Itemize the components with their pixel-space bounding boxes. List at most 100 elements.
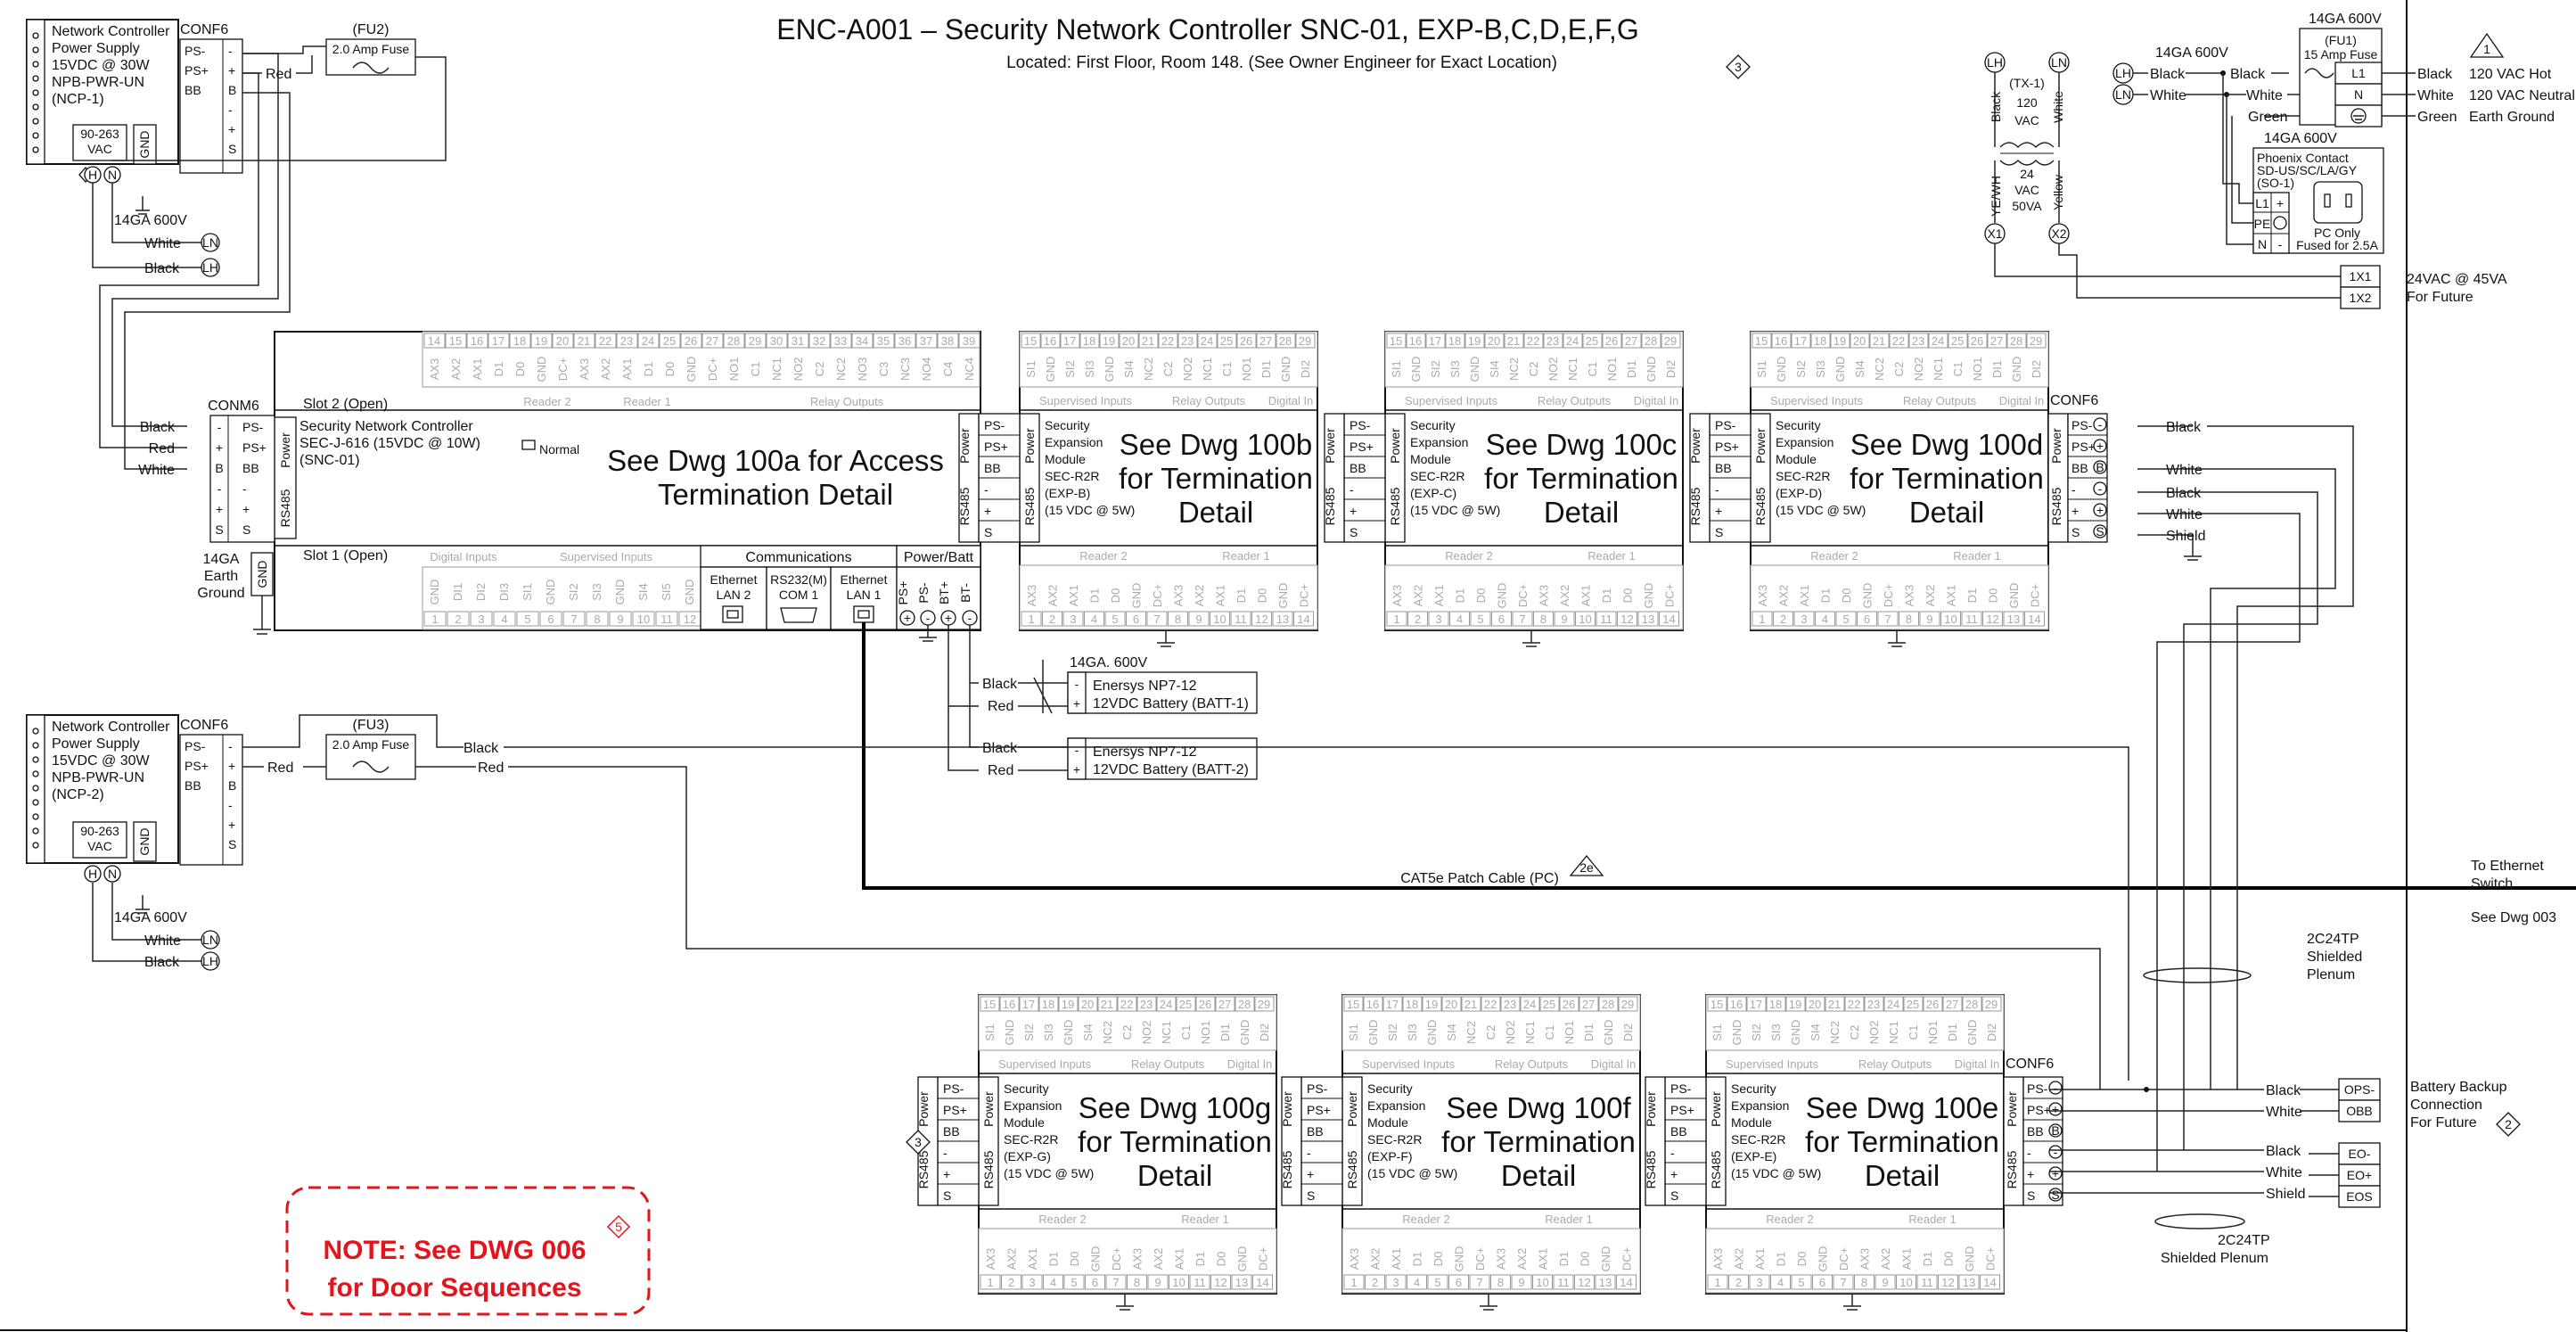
- exp-terminal-name: AX2: [1412, 585, 1425, 607]
- svg-text:Reader 2: Reader 2: [523, 395, 570, 408]
- exp-terminal-number: 8: [1540, 613, 1546, 626]
- exp-see-dwg: Detail: [1865, 1159, 1940, 1192]
- snc-terminal-name: AX1: [620, 358, 634, 381]
- exp-see-dwg: for Termination: [1484, 462, 1678, 495]
- exp-terminal-number: 29: [1258, 998, 1270, 1011]
- ncp2-line-5: (NCP-2): [52, 787, 104, 802]
- exp-terminal-name: DI1: [1259, 360, 1273, 378]
- svg-text:LAN 1: LAN 1: [847, 588, 882, 602]
- exp-terminal-name: GND: [1103, 357, 1116, 382]
- exp-terminal-number: 2: [1735, 1276, 1742, 1289]
- exp-terminal-number: 10: [1172, 1276, 1185, 1289]
- svg-text:3: 3: [1735, 60, 1742, 74]
- exp-terminal-number: 7: [1840, 1276, 1846, 1289]
- exp-terminal-name: C1: [1543, 1025, 1556, 1040]
- exp-terminal-symbol: B: [2051, 1123, 2059, 1138]
- exp-terminal-label: PS+: [2071, 440, 2096, 454]
- exp-terminal-name: D1: [1047, 1252, 1061, 1267]
- exp-rs485-label: RS485: [1753, 487, 1768, 525]
- exp-terminal-number: 7: [1112, 1276, 1119, 1289]
- exp-terminal-name: GND: [1235, 1246, 1249, 1272]
- exp-terminal-number: 8: [1497, 1276, 1504, 1289]
- exp-terminal-name: DC+: [1298, 584, 1311, 607]
- exp-terminal-name: D0: [1068, 1252, 1081, 1267]
- svg-text:S: S: [228, 142, 236, 156]
- exp-terminal-name: NO2: [1546, 358, 1560, 382]
- svg-text:White: White: [2266, 1165, 2302, 1180]
- svg-text:Black: Black: [144, 261, 180, 276]
- svg-text:Black: Black: [2150, 67, 2186, 82]
- exp-terminal-name: D0: [1109, 588, 1122, 604]
- exp-rs485-label: RS485: [1345, 1150, 1359, 1188]
- exp-terminal-number: 4: [1050, 1276, 1056, 1289]
- exp-description-line: Expansion: [1367, 1098, 1425, 1113]
- svg-text:14GA 600V: 14GA 600V: [2264, 131, 2337, 146]
- exp-terminal-name: AX2: [1879, 1248, 1892, 1270]
- snc-terminal-name: SI3: [590, 583, 603, 601]
- svg-text:LN: LN: [202, 235, 218, 250]
- svg-text:-: -: [217, 420, 222, 434]
- exp-terminal-name: DI2: [1985, 1024, 1998, 1041]
- snc-terminal-name: AX1: [471, 358, 484, 381]
- svg-text:(TX-1): (TX-1): [2009, 76, 2045, 90]
- exp-terminal-name: NC2: [1873, 358, 1886, 381]
- exp-terminal-number: 23: [1546, 334, 1559, 348]
- svg-text:Power/Batt: Power/Batt: [904, 550, 974, 565]
- exp-terminal-name: AX1: [1579, 585, 1593, 607]
- exp-terminal-name: SI3: [1083, 360, 1096, 378]
- snc-terminal-name: NO4: [920, 358, 933, 382]
- svg-text:Shield: Shield: [2266, 1187, 2305, 1202]
- svg-text:Green: Green: [2417, 110, 2457, 125]
- svg-text:White: White: [2266, 1105, 2302, 1120]
- revision-marker-3b: 3: [906, 1130, 931, 1155]
- svg-text:-: -: [926, 611, 931, 625]
- svg-text:LN: LN: [2115, 87, 2131, 102]
- exp-power-rating: (15 VDC @ 5W): [1367, 1166, 1457, 1180]
- exp-terminal-symbol: +: [2096, 439, 2104, 453]
- svg-text:White: White: [2166, 507, 2203, 522]
- exp-terminal-number: 14: [2028, 613, 2040, 626]
- exp-conf-label: CONF6: [2006, 1057, 2054, 1072]
- exp-terminal-number: 29: [1299, 334, 1311, 348]
- snc-terminal-name: DC+: [706, 358, 719, 381]
- snc-terminal-name: AX2: [449, 358, 463, 381]
- exp-group-label: Relay Outputs: [1538, 394, 1612, 407]
- exp-terminal-name: AX2: [1733, 1248, 1746, 1270]
- exp-terminal-number: 29: [1664, 334, 1677, 348]
- snc-terminal-number: [466, 333, 488, 349]
- svg-text:BT+: BT+: [937, 581, 951, 604]
- snc-terminal-name: GND: [613, 580, 627, 605]
- snc-terminal-number: [723, 333, 745, 349]
- snc-terminal-name: NO2: [792, 358, 805, 382]
- snc-terminal-name: DI1: [451, 583, 464, 601]
- exp-terminal-name: DI2: [1664, 360, 1678, 378]
- exp-terminal-name: AX1: [1067, 585, 1080, 607]
- exp-terminal-number: 15: [983, 998, 996, 1011]
- exp-terminal-label: -: [1670, 1146, 1675, 1160]
- exp-terminal-name: AX3: [1538, 585, 1551, 607]
- exp-terminal-label: BB: [984, 461, 1001, 475]
- svg-text:S: S: [242, 522, 250, 537]
- svg-text:PE: PE: [2254, 217, 2271, 231]
- snc-terminal-name: SI4: [636, 583, 650, 601]
- exp-terminal-name: D0: [1432, 1252, 1445, 1267]
- snc-terminal-number: [744, 333, 767, 349]
- exp-terminal-label: S: [1670, 1188, 1678, 1203]
- ncp2-line-1: Network Controller: [52, 719, 170, 735]
- exp-terminal-name: AX1: [1945, 585, 1958, 607]
- snc-terminal-number-label: 35: [877, 334, 890, 348]
- svg-text:Black: Black: [982, 677, 1018, 692]
- snc-terminal-number-label: 11: [660, 613, 673, 626]
- snc-terminal-number-label: 22: [599, 334, 611, 348]
- exp-terminal-name: SI2: [1022, 1024, 1036, 1041]
- svg-text:-: -: [242, 481, 247, 496]
- snc-terminal-number: [787, 333, 809, 349]
- exp-terminal-name: AX2: [1777, 585, 1791, 607]
- exp-terminal-number: 22: [1161, 334, 1174, 348]
- exp-terminal-number: 28: [1279, 334, 1292, 348]
- exp-group-label: Digital In: [1268, 394, 1314, 407]
- exp-terminal-name: NC1: [1932, 358, 1945, 381]
- exp-terminal-label: -: [1307, 1146, 1311, 1160]
- snc-terminal-number-label: 9: [617, 613, 623, 626]
- exp-description-line: Expansion: [1731, 1098, 1789, 1113]
